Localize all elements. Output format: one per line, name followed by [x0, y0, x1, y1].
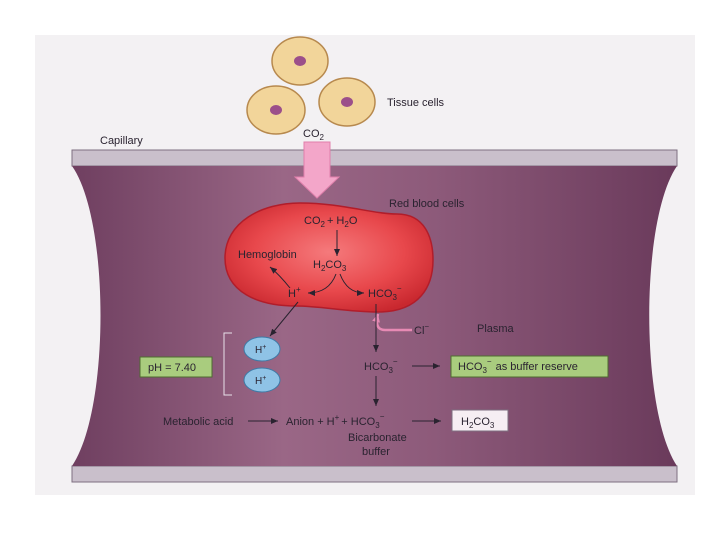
buffer-reserve-box — [450, 355, 609, 378]
rbc-h-ion: H+ — [288, 285, 301, 300]
arrow-h-to-plasma — [269, 301, 299, 337]
plasma-hco3: HCO3− — [364, 357, 398, 375]
anion-equation: Anion + H++ HCO3− — [286, 412, 385, 430]
svg-text:H+: H+ — [255, 375, 266, 387]
arrow-to-hco3 — [339, 273, 365, 296]
tissue-cell — [246, 85, 306, 135]
red-blood-cells-label: Red blood cells — [389, 198, 465, 210]
h2co3-result-box — [451, 409, 509, 432]
tissue-cell — [271, 36, 329, 86]
h2co3-result: H2CO3 — [461, 416, 495, 430]
capillary-label: Capillary — [100, 135, 143, 147]
buffer-label: buffer — [362, 446, 390, 458]
co2-diffusion-arrow — [293, 141, 341, 199]
svg-text:H+: H+ — [255, 344, 266, 356]
arrow-to-h-ion — [307, 273, 337, 296]
hemoglobin-label: Hemoglobin — [238, 249, 297, 261]
vessel-top-wall — [71, 149, 678, 167]
tissue-cell — [318, 77, 376, 127]
ph-value: pH = 7.40 — [148, 362, 196, 374]
red-blood-cell — [224, 202, 434, 313]
co2-label: CO2 — [303, 128, 325, 142]
h-ion-bubble: H+ — [243, 367, 281, 393]
bicarbonate-label: Bicarbonate — [348, 432, 407, 444]
arrow-h-to-hemoglobin — [269, 266, 291, 289]
vessel-bottom-wall — [71, 465, 678, 483]
rbc-h2co3: H2CO3 — [313, 259, 347, 273]
buffer-reserve-label: HCO3−as buffer reserve — [458, 357, 578, 375]
chloride-shift-arrow — [372, 313, 412, 332]
tissue-cells-label: Tissue cells — [387, 97, 445, 109]
chloride-label: Cl− — [414, 322, 429, 337]
h-ion-bubble: H+ — [243, 336, 281, 362]
ph-bracket — [223, 332, 232, 396]
plasma-label: Plasma — [477, 323, 515, 335]
ph-box — [139, 356, 213, 378]
rbc-co2-h2o: CO2+ H2O — [304, 215, 358, 229]
metabolic-acid-label: Metabolic acid — [163, 416, 233, 428]
rbc-hco3: HCO3− — [368, 284, 402, 302]
